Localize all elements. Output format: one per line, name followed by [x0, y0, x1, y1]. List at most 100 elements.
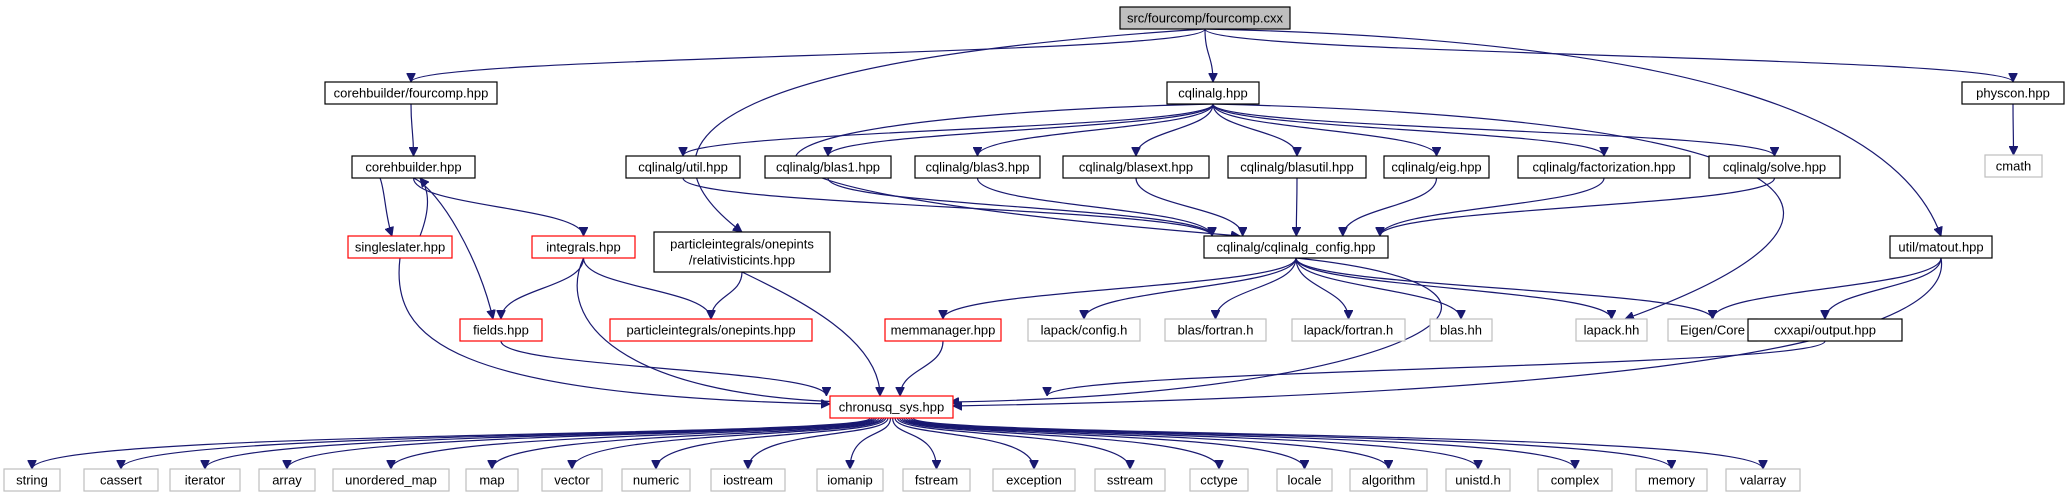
node-box [609, 318, 813, 342]
node-relints[interactable]: particleintegrals/onepints/relativistici… [653, 231, 831, 273]
node-box [351, 155, 476, 179]
edge-chronusq-sys-to-iomanip [850, 417, 892, 469]
node-label: cqlinalg/factorization.hpp [1532, 160, 1675, 175]
node-box [541, 468, 603, 492]
node-algorithm: algorithm [1349, 468, 1428, 492]
node-box [83, 468, 159, 492]
edge-layer [32, 28, 2014, 470]
node-label: cqlinalg/blasutil.hpp [1240, 160, 1353, 175]
edge-cqlinalg-to-blas3 [978, 103, 1214, 157]
node-label: cqlinalg/cqlinalg_config.hpp [1216, 240, 1375, 255]
node-label: particleintegrals/onepints [670, 237, 814, 252]
node-matout[interactable]: util/matout.hpp [1889, 235, 1993, 259]
edge-singleslater-to-chronusq-sys [398, 257, 830, 404]
node-label: cqlinalg/blas1.hpp [776, 160, 880, 175]
node-fields[interactable]: fields.hpp [459, 318, 543, 342]
node-factorization[interactable]: cqlinalg/factorization.hpp [1517, 155, 1691, 179]
edge-chronusq-sys-to-unordered-map [391, 417, 880, 470]
node-cmath: cmath [1984, 154, 2043, 178]
edge-chronusq-sys-to-map [492, 417, 883, 470]
edge-cqconfig-to-blas-hh [1295, 257, 1461, 320]
node-solve[interactable]: cqlinalg/solve.hpp [1708, 155, 1841, 179]
node-box [816, 468, 884, 492]
edge-chronusq-sys-to-vector [572, 417, 885, 470]
node-eig[interactable]: cqlinalg/eig.hpp [1383, 155, 1490, 179]
node-corehbuilder[interactable]: corehbuilder.hpp [351, 155, 476, 179]
node-memmanager[interactable]: memmanager.hpp [884, 318, 1002, 342]
edge-cqlinalg-to-solve [1212, 103, 1775, 157]
node-label: /relativisticints.hpp [689, 253, 795, 268]
edge-integrals-to-fields [501, 257, 585, 320]
node-lapack-hh: lapack.hh [1575, 318, 1648, 342]
node-box [1166, 81, 1260, 105]
node-integrals[interactable]: integrals.hpp [531, 235, 636, 259]
node-iostream: iostream [710, 468, 786, 492]
node-cqconfig[interactable]: cqlinalg/cqlinalg_config.hpp [1203, 235, 1389, 259]
edge-physcon-to-cmath [2013, 103, 2014, 155]
node-unistd: unistd.h [1445, 468, 1511, 492]
node-iterator: iterator [169, 468, 241, 492]
edge-chronusq-sys-to-string [32, 417, 871, 470]
edge-matout-to-cxxapi-output [1825, 257, 1942, 320]
node-numeric: numeric [621, 468, 691, 492]
node-label: complex [1551, 473, 1600, 488]
edge-cqlinalg-to-factorization [1212, 103, 1604, 157]
edge-chronusq-sys-to-algorithm [903, 417, 1389, 470]
node-box [1961, 81, 2065, 105]
node-array: array [258, 468, 316, 492]
node-physcon[interactable]: physcon.hpp [1961, 81, 2065, 105]
edge-cxxapi-output-to-chronusq-sys [1047, 340, 1826, 397]
edge-chronusq-sys-to-iostream [748, 417, 889, 470]
node-corehb-four[interactable]: corehbuilder/fourcomp.hpp [324, 81, 498, 105]
node-label: cctype [1200, 473, 1238, 488]
edge-cqlinalg-to-blasext [1136, 103, 1214, 157]
node-blas1[interactable]: cqlinalg/blas1.hpp [764, 155, 892, 179]
edge-relints-to-onepints [711, 271, 743, 320]
node-blasutil[interactable]: cqlinalg/blasutil.hpp [1227, 155, 1367, 179]
edge-cqconfig-to-lapack-hh [1295, 257, 1612, 320]
node-box [1203, 235, 1389, 259]
node-label: cqlinalg/blas3.hpp [925, 160, 1029, 175]
node-blas3[interactable]: cqlinalg/blas3.hpp [914, 155, 1041, 179]
node-singleslater[interactable]: singleslater.hpp [347, 235, 453, 259]
node-cctype: cctype [1189, 468, 1249, 492]
node-cxxapi-output[interactable]: cxxapi/output.hpp [1747, 318, 1903, 342]
node-label: cmath [1996, 159, 2031, 174]
node-label: string [16, 473, 48, 488]
edge-cqconfig-to-lapack-config [1084, 257, 1297, 320]
node-box [1119, 6, 1291, 30]
edge-chronusq-sys-to-array [287, 417, 877, 470]
edge-root-to-matout [1204, 28, 1941, 236]
node-box [332, 468, 450, 492]
edge-cqlinalg-to-util-cq [683, 103, 1214, 157]
node-label: cqlinalg/eig.hpp [1391, 160, 1481, 175]
edge-cqlinalg-to-lapack-hh [1212, 103, 1785, 319]
edge-cqconfig-to-lapack-fortran [1295, 257, 1349, 319]
node-label: corehbuilder/fourcomp.hpp [334, 86, 489, 101]
node-chronusq-sys[interactable]: chronusq_sys.hpp [829, 395, 954, 419]
node-box [459, 318, 543, 342]
edge-cqlinalg-to-eig [1212, 103, 1437, 157]
edge-memmanager-to-chronusq-sys [900, 340, 944, 397]
node-label: unordered_map [345, 473, 437, 488]
edge-integrals-to-chronusq-sys [576, 257, 845, 402]
node-util-cq[interactable]: cqlinalg/util.hpp [625, 155, 741, 179]
node-blas-hh: blas.hh [1429, 318, 1493, 342]
edge-chronusq-sys-to-exception [894, 417, 1034, 470]
node-root[interactable]: src/fourcomp/fourcomp.cxx [1119, 6, 1291, 30]
node-onepints[interactable]: particleintegrals/onepints.hpp [609, 318, 813, 342]
node-label: blas.hh [1440, 323, 1482, 338]
edge-root-to-physcon [1204, 28, 2013, 83]
edge-cqconfig-to-chronusq-sys [950, 257, 1442, 402]
node-label: algorithm [1362, 473, 1415, 488]
edge-blasext-to-cqconfig [1135, 177, 1243, 237]
node-blasext[interactable]: cqlinalg/blasext.hpp [1062, 155, 1210, 179]
edge-chronusq-sys-to-unistd [905, 417, 1478, 470]
node-cqlinalg[interactable]: cqlinalg.hpp [1166, 81, 1260, 105]
edge-blas1-to-cqconfig [827, 177, 1212, 237]
edge-chronusq-sys-to-fstream [892, 417, 937, 469]
node-label: fstream [915, 473, 958, 488]
node-box [764, 155, 892, 179]
edge-corehbuilder-to-integrals [412, 177, 584, 237]
